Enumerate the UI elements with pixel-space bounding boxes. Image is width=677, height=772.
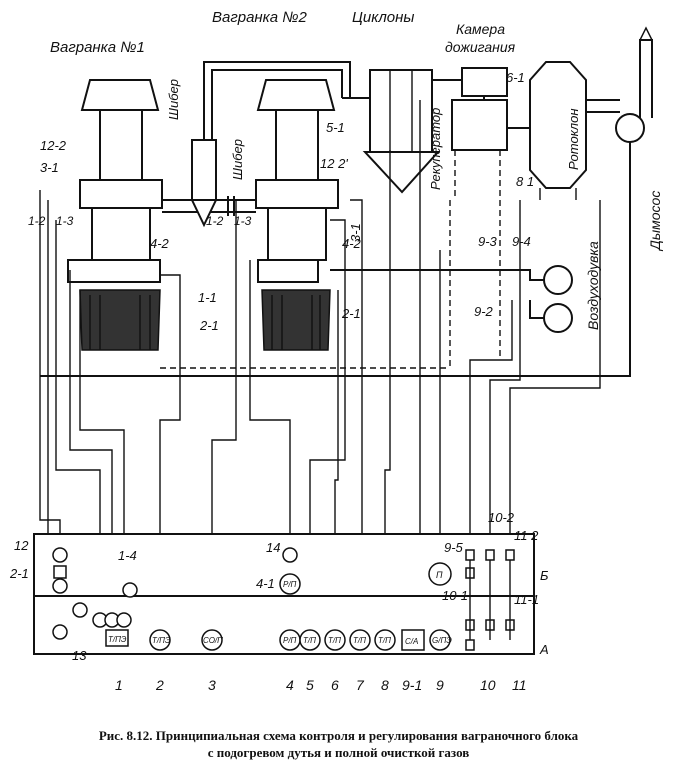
- blower: [160, 150, 573, 369]
- bottom-numbers: 1 2 3 4 5 6 7 8 9-1 9 10 11: [115, 677, 527, 693]
- tag-9-4: 9-4: [512, 234, 531, 249]
- num-9: 9: [436, 677, 444, 693]
- tag-1-1: 1-1: [198, 290, 217, 305]
- panel-instruments: T/ПЭ T/ПЭ СО/П P/П P/П T/П T/П T/П T/П С…: [52, 547, 515, 651]
- gas-collector: [162, 61, 351, 228]
- furnace-1-label: Вагранка №1: [50, 39, 145, 56]
- tag-9-3: 9-3: [478, 234, 498, 249]
- tag-9-5: 9-5: [444, 540, 464, 555]
- panel-a-label: А: [539, 642, 549, 657]
- tag-4-1: 4-1: [256, 576, 275, 591]
- num-2: 2: [155, 677, 164, 693]
- instrument-2: T/ПЭ: [152, 636, 171, 645]
- chamber-label-2: дожигания: [445, 39, 516, 55]
- num-5: 5: [306, 677, 314, 693]
- num-9-1: 9-1: [402, 677, 422, 693]
- tag-2-1-right: 2-1: [341, 306, 361, 321]
- cyclones: [342, 69, 462, 194]
- tag-12-2: 12-2: [40, 138, 67, 153]
- instrument-4: P/П: [283, 636, 297, 645]
- rotoklon-label: Ротоклон: [566, 108, 581, 170]
- furnace-1: [67, 79, 163, 351]
- tag-11-2: 11 2: [514, 528, 539, 543]
- instrument-8: T/П: [378, 636, 391, 645]
- num-8: 8: [381, 677, 389, 693]
- instrument-5: T/П: [303, 636, 316, 645]
- tag-3-1-left: 3-1: [40, 160, 59, 175]
- num-1: 1: [115, 677, 123, 693]
- tag-1-3-right: 1-3: [234, 214, 252, 228]
- afterburning-chamber: [451, 67, 530, 200]
- tag-1-3-left: 1-3: [56, 214, 74, 228]
- panel-b-label: Б: [540, 568, 549, 583]
- tag-1-2-left: 1-2: [28, 214, 46, 228]
- tag-10-1: 10-1: [442, 588, 468, 603]
- instrument-4-1: P/П: [283, 580, 297, 589]
- tag-6-1: 6-1: [506, 70, 525, 85]
- furnace-2-label: Вагранка №2: [212, 9, 308, 26]
- num-4: 4: [286, 677, 294, 693]
- num-7: 7: [356, 677, 365, 693]
- recuperator-label: Рекуператор: [428, 108, 443, 190]
- equipment-labels: Вагранка №1 Вагранка №2 Циклоны Камера д…: [50, 9, 663, 330]
- tag-14: 14: [266, 540, 280, 555]
- chamber-label-1: Камера: [456, 21, 505, 37]
- num-6: 6: [331, 677, 339, 693]
- figure-caption-line-2: с подогревом дутья и полной очисткой газ…: [207, 745, 470, 760]
- tag-5-1: 5-1: [326, 120, 345, 135]
- tag-1-4: 1-4: [118, 548, 137, 563]
- tag-2-1-panel: 2-1: [9, 566, 29, 581]
- blower-label: Воздуходувка: [585, 241, 601, 330]
- instrument-1: T/ПЭ: [108, 635, 127, 644]
- instrument-7: T/П: [353, 636, 366, 645]
- instrument-9-5: П: [436, 570, 443, 580]
- tag-12: 12: [14, 538, 29, 553]
- instrument-6: T/П: [328, 636, 341, 645]
- instrument-9-1: С/А: [405, 637, 418, 646]
- tag-9-2: 9-2: [474, 304, 494, 319]
- tag-12-2-right: 12 2': [320, 156, 348, 171]
- position-tags: 12-2 3-1 1-2 1-3 4-2 1-1 2-1 1-2 1-3 12 …: [9, 70, 539, 663]
- tag-4-2-right: 4-2: [342, 236, 362, 251]
- tag-8-1: 8 1: [516, 174, 534, 189]
- instrument-9: G/ПЭ: [432, 636, 452, 645]
- damper-1-label: Шибер: [166, 79, 181, 120]
- damper-2-label: Шибер: [230, 139, 245, 180]
- control-scheme-diagram: Б А T/ПЭ T/ПЭ СО/П P/П P/П T/П T/П T/П T…: [9, 9, 663, 693]
- instrument-3: СО/П: [203, 636, 223, 645]
- tag-10-2: 10-2: [488, 510, 515, 525]
- num-11: 11: [512, 677, 527, 693]
- tag-13: 13: [72, 648, 87, 663]
- figure-caption-line-1: Рис. 8.12. Принципиальная схема контроля…: [98, 728, 579, 743]
- rotoklon: [529, 61, 587, 200]
- num-3: 3: [208, 677, 216, 693]
- exhauster-label: Дымосос: [647, 191, 663, 252]
- tag-3-1-right: 3-1: [348, 223, 363, 242]
- cyclones-label: Циклоны: [352, 9, 414, 26]
- tag-2-1-left: 2-1: [199, 318, 219, 333]
- tag-1-2-right: 1-2: [206, 214, 224, 228]
- tag-4-2-left: 4-2: [150, 236, 170, 251]
- furnace-2: [255, 79, 339, 351]
- tag-11-1: 11-1: [514, 592, 539, 607]
- num-10: 10: [480, 677, 496, 693]
